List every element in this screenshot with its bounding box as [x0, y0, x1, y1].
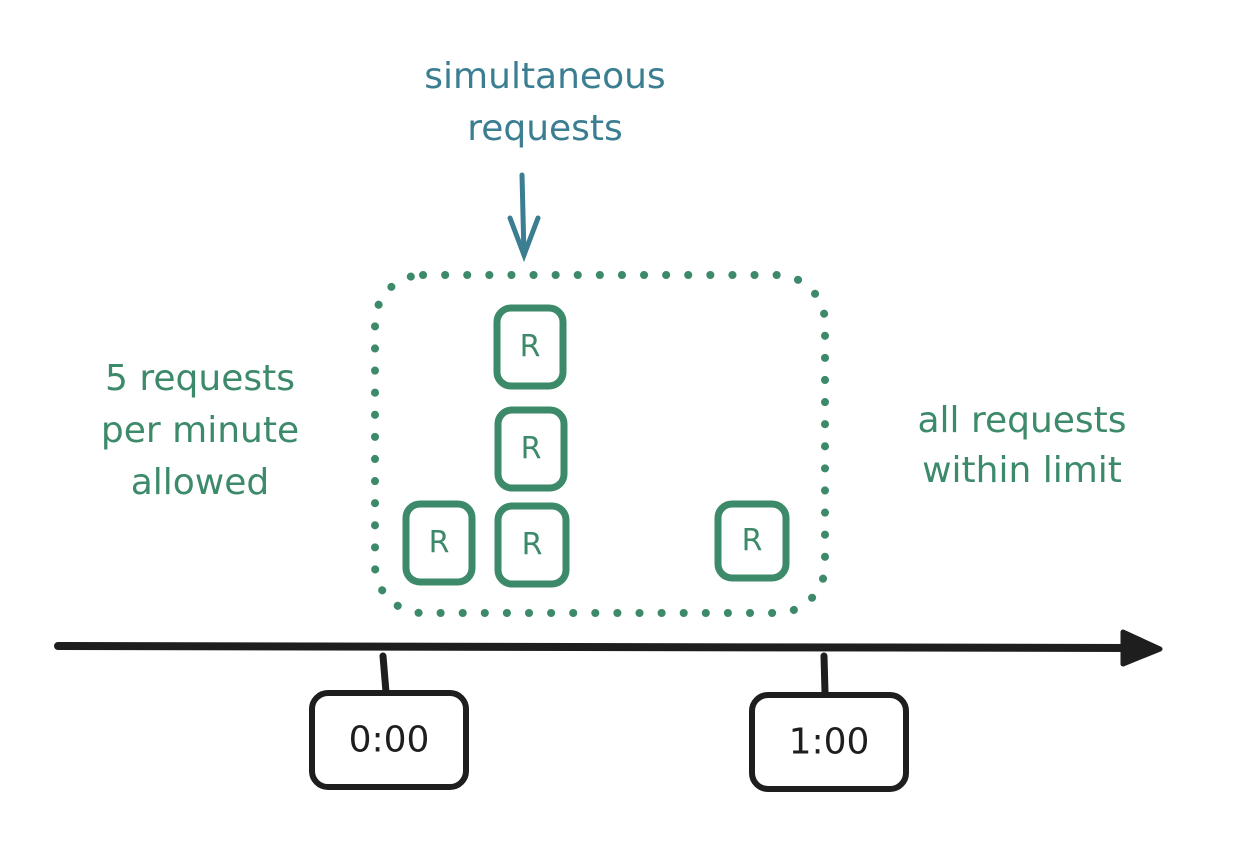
timeline-tick: 0:00	[309, 652, 469, 790]
annotation-result-line1: all requests	[917, 400, 1126, 441]
request-box: R	[493, 304, 567, 390]
timeline-axis	[54, 629, 1163, 667]
request-box: R	[494, 502, 570, 588]
timeline-arrowhead-icon	[1120, 629, 1163, 667]
svg-text:R: R	[742, 524, 763, 559]
annotation-simultaneous: simultaneous	[424, 56, 665, 97]
tick-label: 0:00	[349, 720, 430, 761]
svg-text:R: R	[520, 330, 541, 365]
timeline-tick: 1:00	[749, 652, 909, 792]
request-box: R	[402, 500, 476, 586]
tick-label: 1:00	[789, 722, 870, 763]
request-box: R	[714, 500, 790, 582]
annotation-limit-line1: 5 requests	[105, 358, 295, 399]
svg-text:R: R	[429, 526, 450, 561]
request-box: R	[494, 406, 568, 492]
annotation-limit-line3: allowed	[131, 462, 270, 503]
annotation-limit-line2: per minute	[101, 410, 299, 451]
time-window-boundary	[371, 271, 829, 617]
annotation-requests: requests	[467, 108, 623, 149]
svg-text:R: R	[521, 432, 542, 467]
down-arrow-icon	[507, 172, 541, 263]
annotation-result-line2: within limit	[922, 450, 1122, 491]
svg-text:R: R	[522, 528, 543, 563]
